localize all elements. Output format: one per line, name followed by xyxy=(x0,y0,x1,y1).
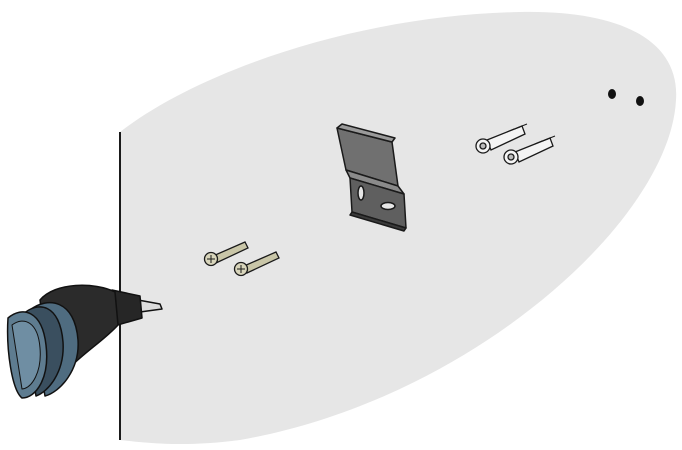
hole xyxy=(608,89,616,99)
hole xyxy=(636,96,644,106)
anchor xyxy=(503,135,556,165)
power-drill-icon xyxy=(6,284,163,399)
drilled-holes-icon xyxy=(608,89,644,106)
screw xyxy=(203,241,249,267)
screw xyxy=(233,251,280,277)
wall-anchors-icon xyxy=(475,123,556,165)
anchor xyxy=(475,123,528,154)
mounting-bracket-icon xyxy=(336,123,407,232)
wood-screws-icon xyxy=(203,241,280,277)
